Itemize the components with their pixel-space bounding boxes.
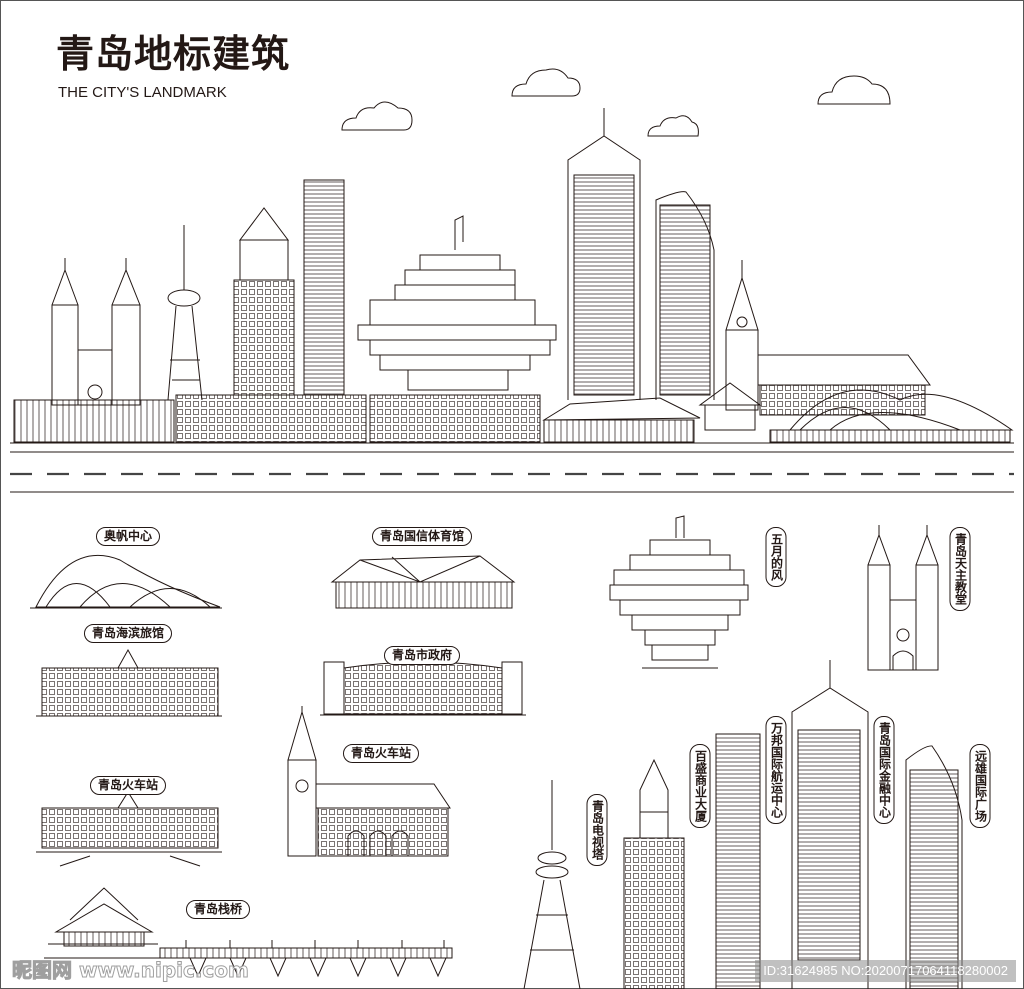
label-baisheng: 百盛商业大厦: [689, 744, 711, 828]
label-railway-station-right: 青岛火车站: [342, 744, 420, 763]
station-right-drawing: [287, 706, 451, 857]
label-wanbang: 万邦国际航运中心: [765, 716, 787, 824]
pier-drawing: [44, 887, 453, 978]
label-zhanqiao-pier: 青岛栈桥: [185, 900, 251, 919]
label-aofan-center: 奥帆中心: [95, 527, 161, 546]
aofan-center-drawing: [30, 555, 222, 609]
label-railway-station-left: 青岛火车站: [89, 776, 167, 795]
watermark-id: ID:31624985 NO:20200717064118280002: [755, 960, 1016, 982]
government-drawing: [320, 661, 526, 716]
label-ifc: 青岛国际金融中心: [873, 716, 895, 824]
label-cathedral: 青岛天主教堂: [949, 527, 971, 611]
yuanxiong-drawing: [905, 745, 963, 989]
page-title: 青岛地标建筑: [56, 32, 291, 76]
guoxin-gym-drawing: [330, 555, 516, 609]
label-guoxin-gym: 青岛国信体育馆: [371, 527, 473, 546]
wanbang-drawing: [715, 733, 761, 989]
station-left-drawing: [36, 791, 222, 867]
hotel-drawing: [36, 648, 222, 717]
label-city-government: 青岛市政府: [383, 646, 461, 665]
label-yuanxiong: 远雄国际广场: [969, 744, 991, 828]
baisheng-drawing: [623, 758, 685, 989]
label-may-wind: 五月的风: [765, 527, 787, 587]
watermark-logo: 昵图网 www.nipic.com: [12, 958, 250, 983]
cathedral-drawing: [867, 525, 939, 671]
label-seaside-hotel: 青岛海滨旅馆: [83, 624, 173, 643]
skyline-top: [13, 108, 1014, 443]
cloud-icon: [341, 68, 891, 137]
ifc-drawing: [791, 660, 869, 989]
tv-tower-drawing: [523, 780, 581, 989]
label-tv-tower: 青岛电视塔: [586, 794, 608, 866]
wuyue-sculpture-drawing: [609, 515, 749, 669]
page-subtitle: THE CITY'S LANDMARK: [58, 84, 227, 101]
